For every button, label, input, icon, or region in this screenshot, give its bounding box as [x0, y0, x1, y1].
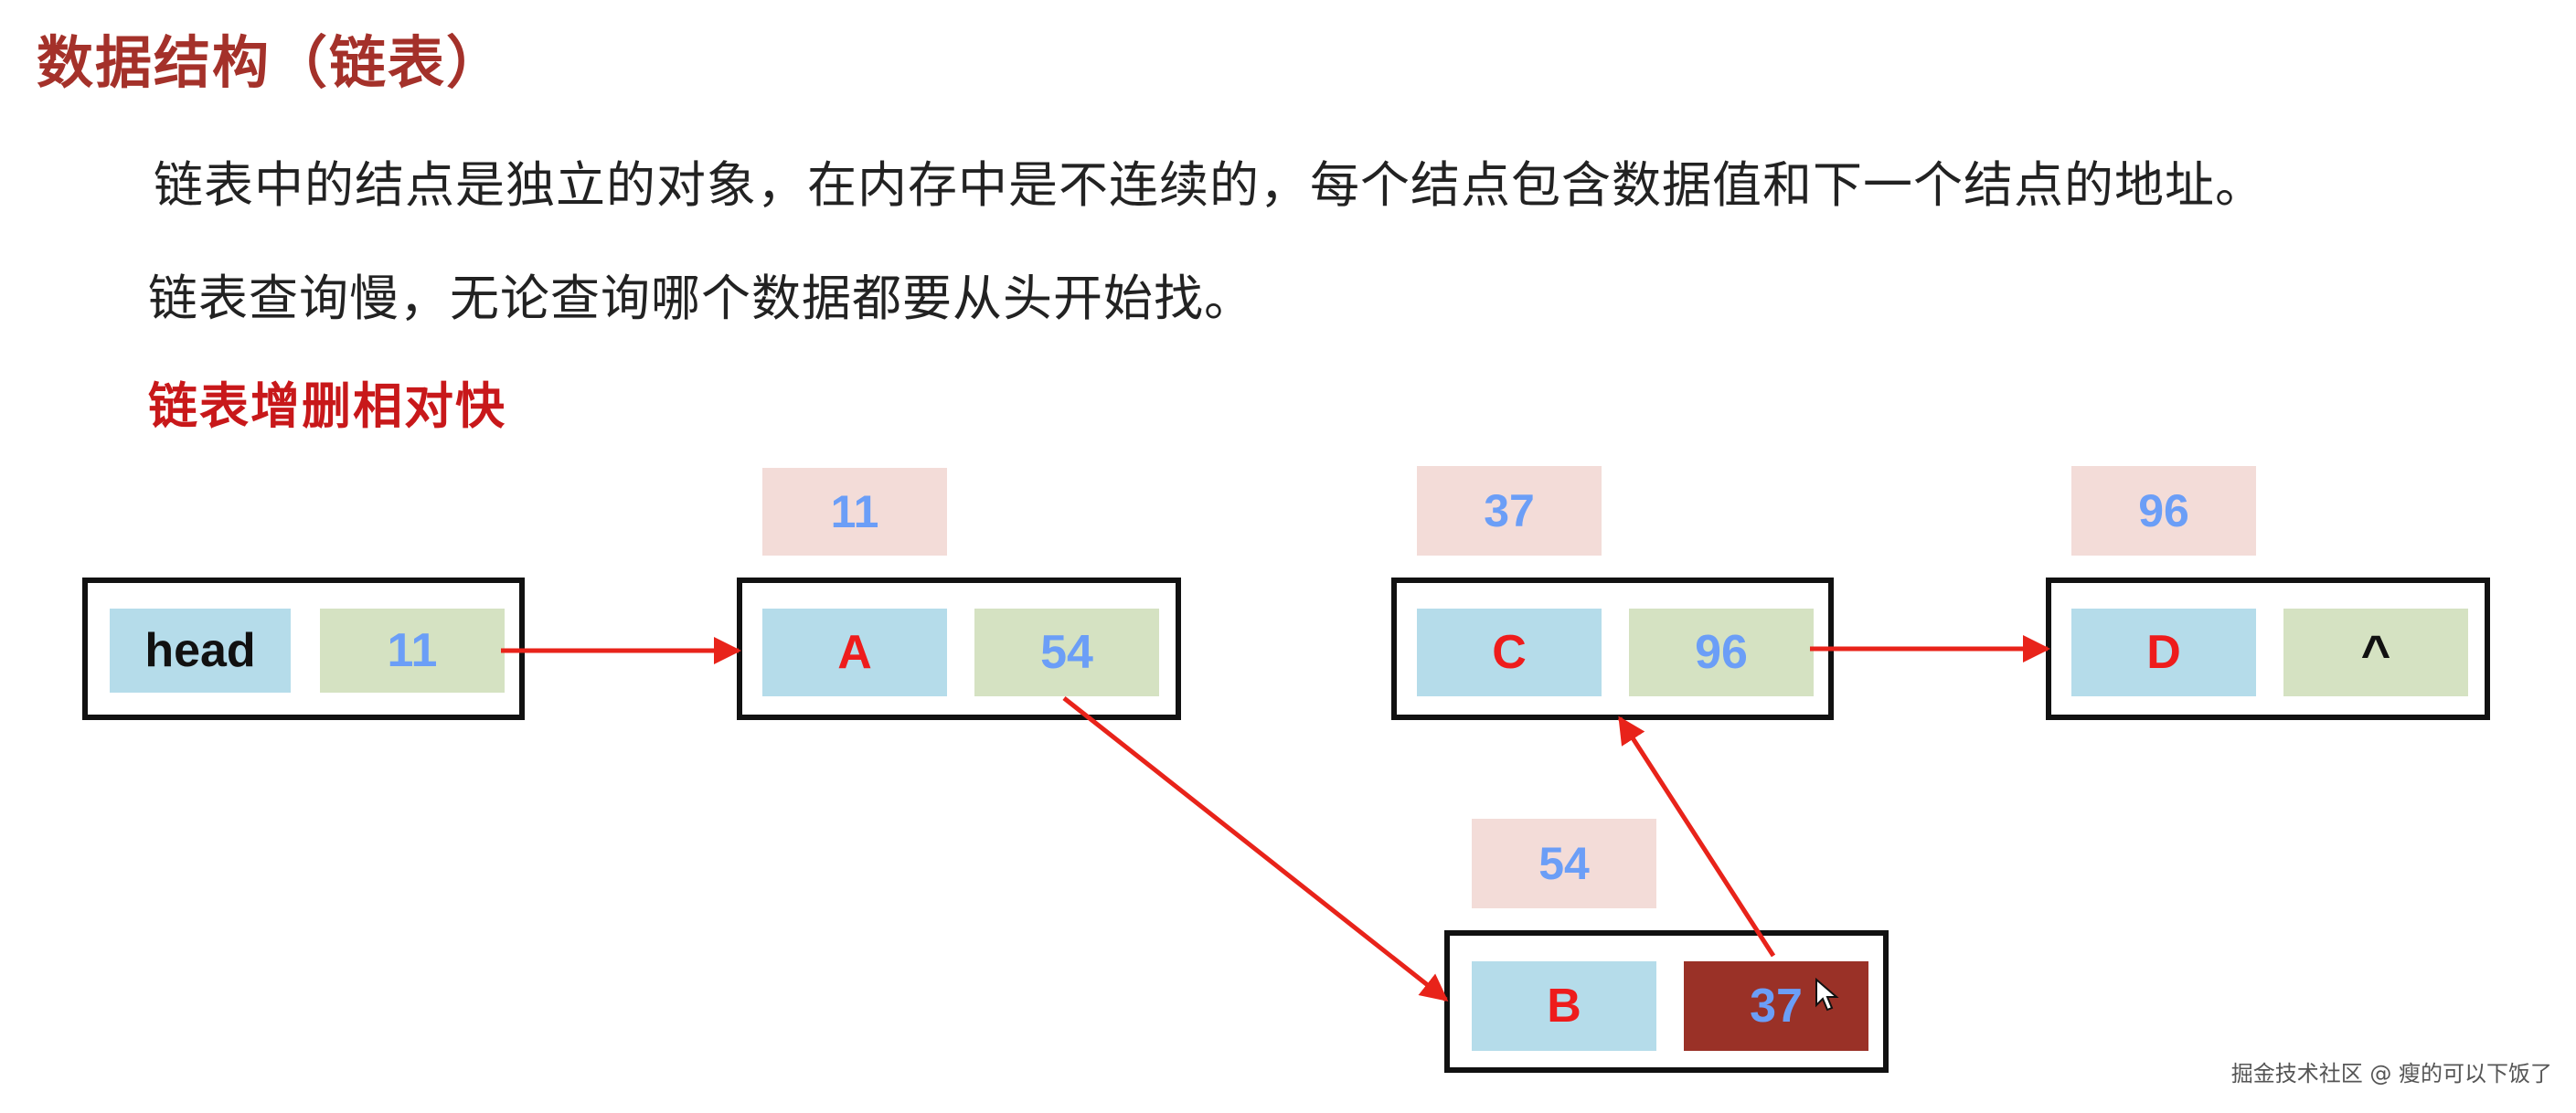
description-line-1: 链表中的结点是独立的对象，在内存中是不连续的，每个结点包含数据值和下一个结点的地… — [154, 156, 2265, 214]
node-c-address: 37 — [1417, 466, 1602, 556]
node-c-pointer: 96 — [1629, 609, 1814, 696]
node-a-address: 11 — [762, 468, 947, 556]
mouse-cursor-icon — [1815, 978, 1839, 1012]
arrow-b-to-c — [1617, 716, 1776, 958]
node-b-data: B — [1472, 961, 1656, 1051]
head-label: head — [110, 609, 291, 693]
node-b-pointer[interactable]: 37 — [1684, 961, 1868, 1051]
node-d-data: D — [2071, 609, 2256, 696]
node-b[interactable]: B 37 — [1444, 930, 1889, 1073]
node-d-address: 96 — [2071, 466, 2256, 556]
node-c-data: C — [1417, 609, 1602, 696]
node-d: D ^ — [2046, 578, 2490, 720]
description-line-2: 链表查询慢，无论查询哪个数据都要从头开始找。 — [148, 270, 1254, 327]
page-title: 数据结构（链表） — [37, 29, 506, 96]
watermark: 掘金技术社区 @ 瘦的可以下饭了 — [2230, 1061, 2552, 1086]
arrow-a-to-b — [1062, 696, 1449, 1002]
node-d-null-pointer: ^ — [2283, 609, 2468, 696]
highlight-heading: 链表增删相对快 — [148, 377, 506, 435]
node-a-pointer: 54 — [974, 609, 1159, 696]
head-pointer: 11 — [320, 609, 505, 693]
head-node: head 11 — [82, 578, 525, 720]
node-a: A 54 — [737, 578, 1181, 720]
node-a-data: A — [762, 609, 947, 696]
node-b-address: 54 — [1472, 819, 1656, 908]
